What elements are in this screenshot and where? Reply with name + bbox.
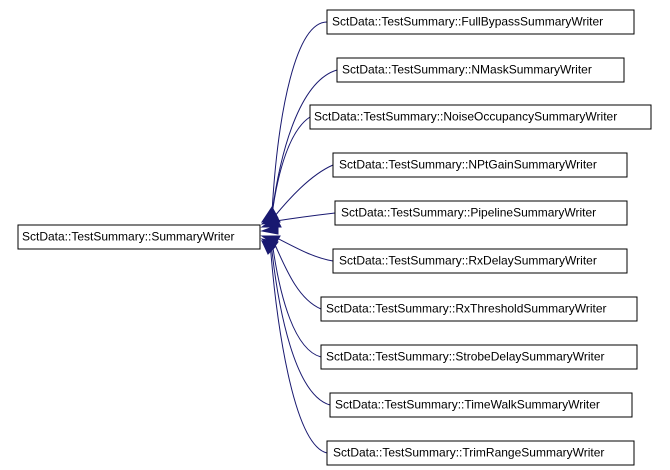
derived-class-label: SctData::TestSummary::FullBypassSummaryW… (332, 15, 603, 29)
edge-rxdelay (274, 236, 334, 262)
derived-class-label: SctData::TestSummary::NoiseOccupancySumm… (314, 110, 617, 124)
derived-class-node-rxdelay[interactable]: SctData::TestSummary::RxDelaySummaryWrit… (332, 248, 628, 274)
derived-class-box (326, 440, 635, 466)
edge-nmask (271, 69, 338, 214)
derived-class-box (336, 57, 625, 83)
edge-strobe-delay (271, 240, 322, 358)
derived-class-box (329, 392, 633, 418)
derived-class-label: SctData::TestSummary::TrimRangeSummaryWr… (333, 446, 604, 460)
derived-class-node-rxthreshold[interactable]: SctData::TestSummary::RxThresholdSummary… (320, 296, 638, 322)
edge-rxthreshold (272, 239, 322, 310)
inheritance-edges (269, 21, 338, 454)
derived-class-node-full-bypass[interactable]: SctData::TestSummary::FullBypassSummaryW… (326, 9, 635, 35)
edge-nptgain (273, 164, 334, 218)
derived-class-node-trim-range[interactable]: SctData::TestSummary::TrimRangeSummaryWr… (326, 440, 635, 466)
derived-class-label: SctData::TestSummary::TimeWalkSummaryWri… (335, 398, 600, 412)
derived-class-box (332, 248, 628, 274)
derived-class-node-strobe-delay[interactable]: SctData::TestSummary::StrobeDelaySummary… (320, 344, 638, 370)
base-class-node[interactable]: SctData::TestSummary::SummaryWriter (17, 224, 261, 250)
derived-class-node-time-walk[interactable]: SctData::TestSummary::TimeWalkSummaryWri… (329, 392, 633, 418)
derived-class-box (326, 9, 635, 35)
base-class-box (17, 224, 261, 250)
derived-class-node-pipeline[interactable]: SctData::TestSummary::PipelineSummaryWri… (334, 200, 628, 226)
derived-class-node-nptgain[interactable]: SctData::TestSummary::NPtGainSummaryWrit… (332, 152, 628, 178)
derived-class-label: SctData::TestSummary::RxDelaySummaryWrit… (339, 254, 597, 268)
edge-full-bypass (271, 21, 328, 213)
derived-class-label: SctData::TestSummary::NMaskSummaryWriter (342, 63, 592, 77)
arrowhead-middle (260, 224, 279, 235)
derived-class-label: SctData::TestSummary::PipelineSummaryWri… (341, 206, 596, 220)
derived-class-box (332, 152, 628, 178)
edge-noise-occupancy (271, 116, 311, 216)
base-class-label: SctData::TestSummary::SummaryWriter (22, 230, 234, 244)
edge-time-walk (270, 241, 331, 406)
derived-class-box (309, 104, 652, 130)
derived-class-label: SctData::TestSummary::RxThresholdSummary… (326, 302, 607, 316)
inheritance-arrowheads (260, 206, 282, 255)
derived-class-box (320, 344, 638, 370)
derived-class-label: SctData::TestSummary::NPtGainSummaryWrit… (339, 158, 597, 172)
derived-class-node-noise-occupancy[interactable]: SctData::TestSummary::NoiseOccupancySumm… (309, 104, 652, 130)
derived-class-box (334, 200, 628, 226)
arrowhead-bottom-3 (260, 239, 276, 255)
edge-pipeline (275, 212, 336, 222)
edge-trim-range (269, 241, 328, 454)
derived-class-label: SctData::TestSummary::StrobeDelaySummary… (326, 350, 605, 364)
derived-class-box (320, 296, 638, 322)
derived-class-node-nmask[interactable]: SctData::TestSummary::NMaskSummaryWriter (336, 57, 625, 83)
